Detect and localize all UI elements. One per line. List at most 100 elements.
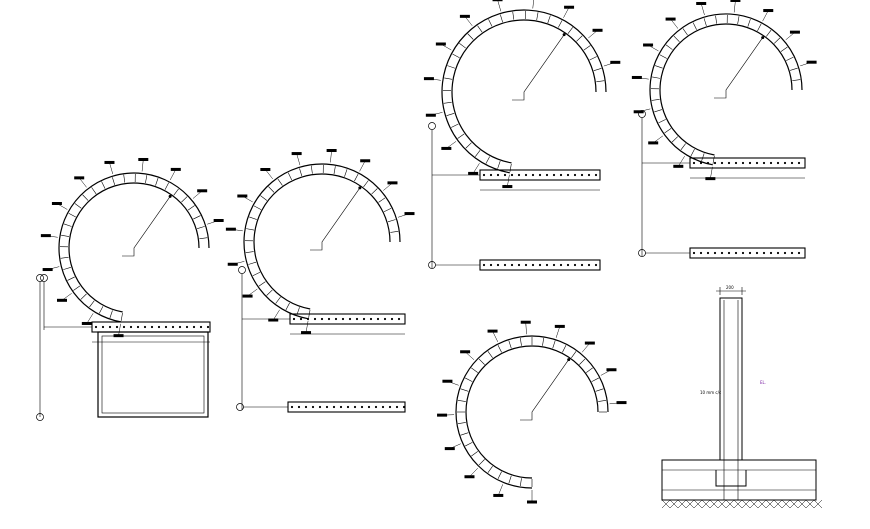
beam-rebar-dot xyxy=(573,263,577,267)
arch-note-block xyxy=(301,331,312,335)
arch-rebar-tick xyxy=(123,174,126,183)
arch-rebar-tick xyxy=(658,119,666,124)
beam-rebar-dot xyxy=(587,173,591,177)
arch-rebar-tick xyxy=(60,256,69,259)
arch-rebar-tick xyxy=(500,14,503,23)
arch-outer-edge xyxy=(243,163,401,320)
beam-rebar-dot xyxy=(762,161,766,165)
beam-rebar-dot xyxy=(496,263,500,267)
arch-rebar-tick xyxy=(277,178,283,186)
column-box-inner xyxy=(101,335,205,414)
arch-rebar-tick xyxy=(652,76,661,79)
arch-leader-line xyxy=(464,16,473,26)
arch-rebar-tick xyxy=(654,65,663,69)
arch-note-block xyxy=(435,42,446,46)
arch-outer-edge xyxy=(441,9,607,174)
radius-dimension xyxy=(310,187,361,251)
arch-rebar-tick xyxy=(387,219,396,223)
beam-rebar-dot xyxy=(741,161,745,165)
arch-rebar-tick xyxy=(258,281,266,287)
arch-rebar-tick xyxy=(181,196,188,203)
grid-bubble xyxy=(40,274,48,282)
beam-rebar-dot xyxy=(503,173,507,177)
arch-leader-line xyxy=(498,484,504,496)
hatch-line xyxy=(773,499,783,509)
arch-rebar-tick xyxy=(266,289,273,296)
arch-note-block xyxy=(610,60,621,64)
hatch-line xyxy=(741,499,751,509)
hatch-line xyxy=(677,499,687,509)
beam-rebar-dot xyxy=(341,317,345,321)
beam-rebar-dot xyxy=(355,317,359,321)
arch-leader-line xyxy=(762,10,769,22)
beam-rebar-dot xyxy=(573,173,577,177)
arch-rebar-tick xyxy=(747,18,751,27)
arch-rebar-tick xyxy=(199,237,208,240)
beam-rebar-dot xyxy=(353,405,357,409)
arch-leader-line xyxy=(330,150,332,163)
beam-rebar-dot xyxy=(706,161,710,165)
arch-rebar-tick xyxy=(757,23,762,31)
hatch-line xyxy=(669,499,679,509)
arch-rebar-tick xyxy=(786,56,794,61)
arch-rebar-tick xyxy=(673,35,680,43)
beam-rebar-dot xyxy=(699,251,703,255)
beam-rebar-dot xyxy=(727,251,731,255)
arch-note-block xyxy=(502,185,513,189)
arch-rebar-tick xyxy=(712,155,715,164)
arch-rebar-tick xyxy=(378,197,386,203)
beam-rebar-dot xyxy=(136,325,140,329)
grid-bubble xyxy=(36,274,44,282)
arch-note-block xyxy=(404,212,415,216)
arch-rebar-tick xyxy=(268,186,275,193)
beam-rebar-dot xyxy=(748,161,752,165)
beam-rebar-dot xyxy=(348,317,352,321)
arch-rebar-tick xyxy=(682,28,688,36)
arch-rebar-tick xyxy=(299,168,303,177)
arch-note-block xyxy=(227,262,238,266)
beam-rebar-dot xyxy=(531,173,535,177)
arch-rebar-tick xyxy=(371,188,378,195)
arch-leader-line xyxy=(118,323,121,336)
footing-slab xyxy=(661,459,817,501)
radius-marker xyxy=(567,358,571,362)
arch-section-4 xyxy=(631,0,817,259)
beam-rebar-dot xyxy=(783,251,787,255)
arch-note-block xyxy=(444,447,455,451)
arch-leader-line xyxy=(497,0,502,12)
arch-note-block xyxy=(360,159,371,163)
beam-rebar-dot xyxy=(390,317,394,321)
arch-rebar-tick xyxy=(542,337,545,346)
arch-rebar-tick xyxy=(659,54,667,59)
arch-note-block xyxy=(225,227,236,231)
beam-rebar-dot xyxy=(94,325,98,329)
arch-note-block xyxy=(138,157,149,161)
grid-bubble xyxy=(236,403,244,411)
beam-rebar-dot xyxy=(325,405,329,409)
arch-note-block xyxy=(425,113,436,117)
beam-rebar-dot xyxy=(313,317,317,321)
arch-rebar-tick xyxy=(354,173,359,182)
arch-leader-line xyxy=(86,313,94,324)
arch-rebar-tick xyxy=(703,18,707,27)
beam-rebar-dot xyxy=(306,317,310,321)
arch-rebar-tick xyxy=(598,399,607,402)
arch-note-block xyxy=(493,493,504,497)
beam-rebar-dot xyxy=(376,317,380,321)
arch-leader-line xyxy=(700,3,705,16)
arch-rebar-tick xyxy=(737,16,740,25)
arch-rebar-tick xyxy=(508,475,512,484)
arch-note-block xyxy=(643,43,654,47)
arch-rebar-tick xyxy=(766,29,772,37)
arch-rebar-tick xyxy=(246,228,255,231)
arch-rebar-tick xyxy=(591,377,599,382)
arch-rebar-tick xyxy=(101,181,106,189)
arch-rebar-tick xyxy=(120,312,123,321)
arch-rebar-tick xyxy=(715,15,717,24)
arch-outer-edge xyxy=(649,13,803,166)
arch-note-block xyxy=(763,9,774,13)
arch-note-block xyxy=(56,298,67,302)
arch-note-block xyxy=(487,329,498,333)
grid-bubble xyxy=(36,413,44,421)
arch-note-block xyxy=(268,318,279,322)
